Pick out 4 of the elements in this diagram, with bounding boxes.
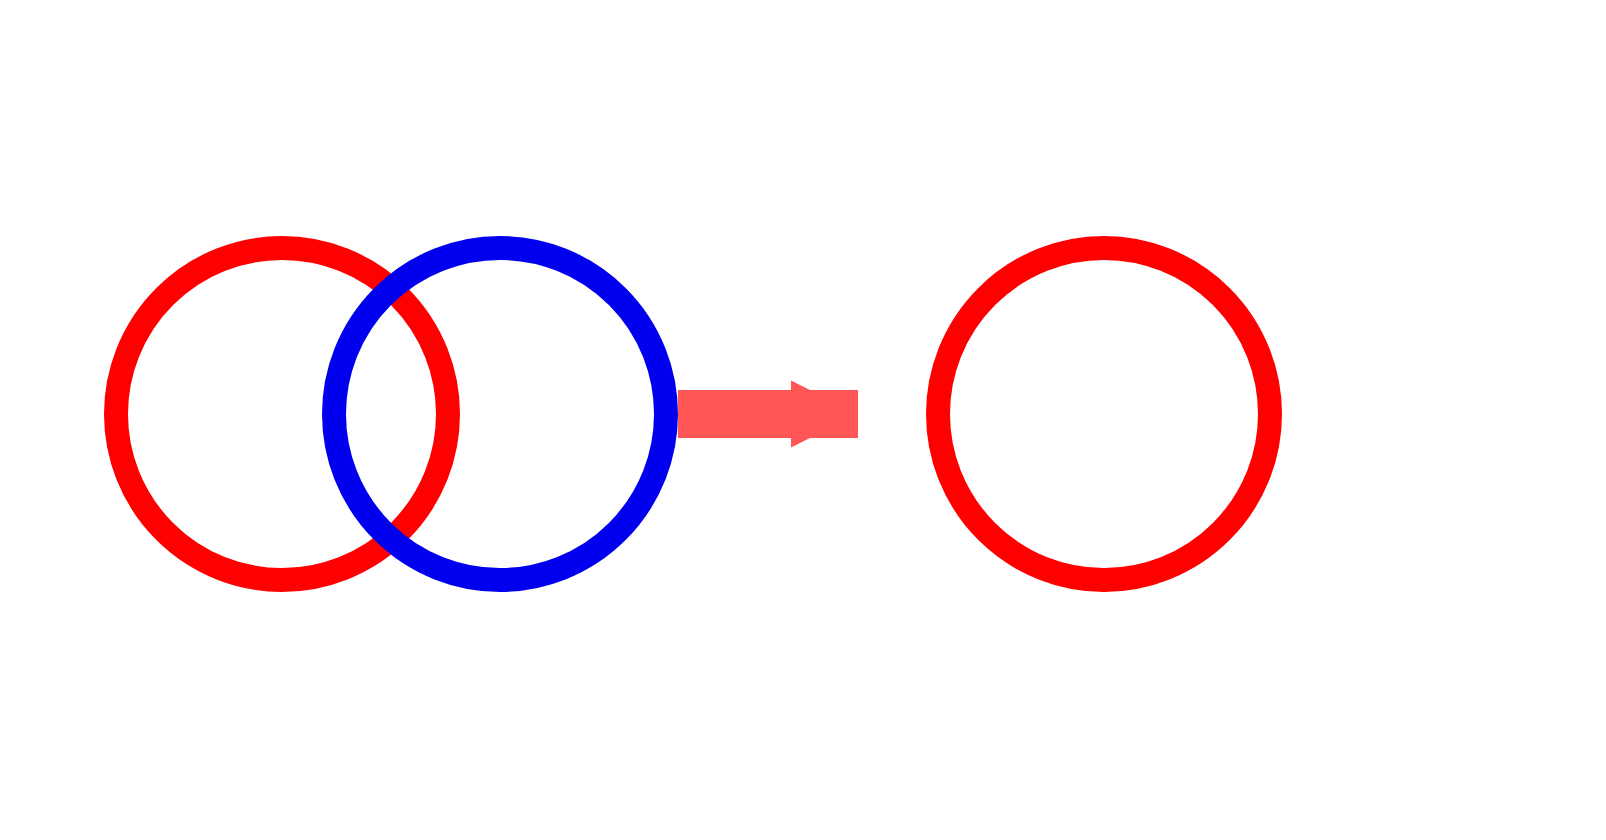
ring-circle	[322, 236, 678, 592]
ring-circle	[926, 236, 1282, 592]
ring-circle	[104, 236, 460, 592]
arrow	[678, 380, 858, 448]
